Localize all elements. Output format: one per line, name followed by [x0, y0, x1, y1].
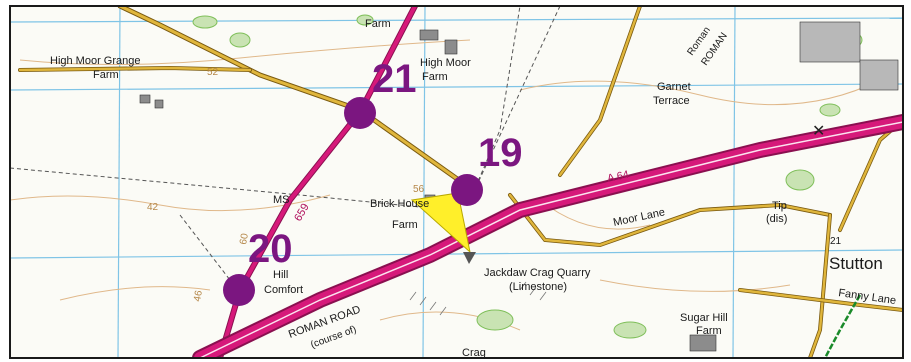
label-terrace: Terrace: [653, 95, 690, 107]
waypoint-20-label: 20: [248, 227, 293, 271]
waypoint-21-label: 21: [372, 57, 417, 101]
label-high-moor-grange: High Moor Grange: [50, 55, 141, 67]
viewpoint-arrow-head: [463, 252, 476, 264]
green-track: [823, 294, 862, 358]
label-high-moor-farm: Farm: [422, 71, 448, 83]
footpaths: [10, 6, 561, 281]
label-brick-house-farm: Farm: [392, 219, 418, 231]
minor-roads: [18, 6, 903, 358]
label-high-moor-grange-farm: Farm: [93, 69, 119, 81]
label-sugar-hill-farm: Farm: [696, 325, 722, 337]
label-spot-21: 21: [830, 236, 842, 247]
label-sugar-hill: Sugar Hill: [680, 312, 728, 324]
label-brick-house: Brick House: [370, 198, 429, 210]
waypoint-20-dot: [223, 274, 255, 306]
crag-hatching: [409, 281, 547, 316]
road-659: [217, 6, 418, 358]
label-ms: MS: [273, 194, 290, 206]
waypoint-19-dot: [451, 174, 483, 206]
waypoint-19-label: 19: [478, 131, 523, 175]
label-limestone: (Limestone): [509, 281, 567, 293]
waypoint-21-dot: [344, 97, 376, 129]
contour-lines: [10, 39, 881, 331]
label-farm-top: Farm: [365, 18, 391, 30]
label-jackdaw-crag-quarry: Jackdaw Crag Quarry: [484, 267, 591, 279]
label-spot-56: 56: [413, 184, 425, 195]
label-spot-52: 52: [207, 67, 219, 78]
label-tip: Tip: [772, 200, 787, 212]
label-high-moor: High Moor: [420, 57, 471, 69]
a64-road: [192, 114, 903, 358]
label-spot-60: 60: [238, 232, 251, 245]
label-spot-46: 46: [192, 289, 205, 302]
label-crag: Crag: [462, 347, 486, 359]
label-a64: A 64: [606, 169, 630, 185]
label-stutton: Stutton: [829, 254, 883, 273]
label-hill: Hill: [273, 269, 288, 281]
label-comfort: Comfort: [264, 284, 303, 296]
label-spot-42: 42: [147, 202, 159, 213]
label-tip-dis: (dis): [766, 213, 787, 225]
windmill-icon: ✕: [812, 121, 825, 140]
label-garnet: Garnet: [657, 81, 691, 93]
viewpoint-marker: [410, 192, 471, 254]
map-frame: [9, 5, 904, 359]
woodland-patches: [192, 14, 863, 339]
waypoint-numbers: 21 19 20: [248, 57, 523, 271]
